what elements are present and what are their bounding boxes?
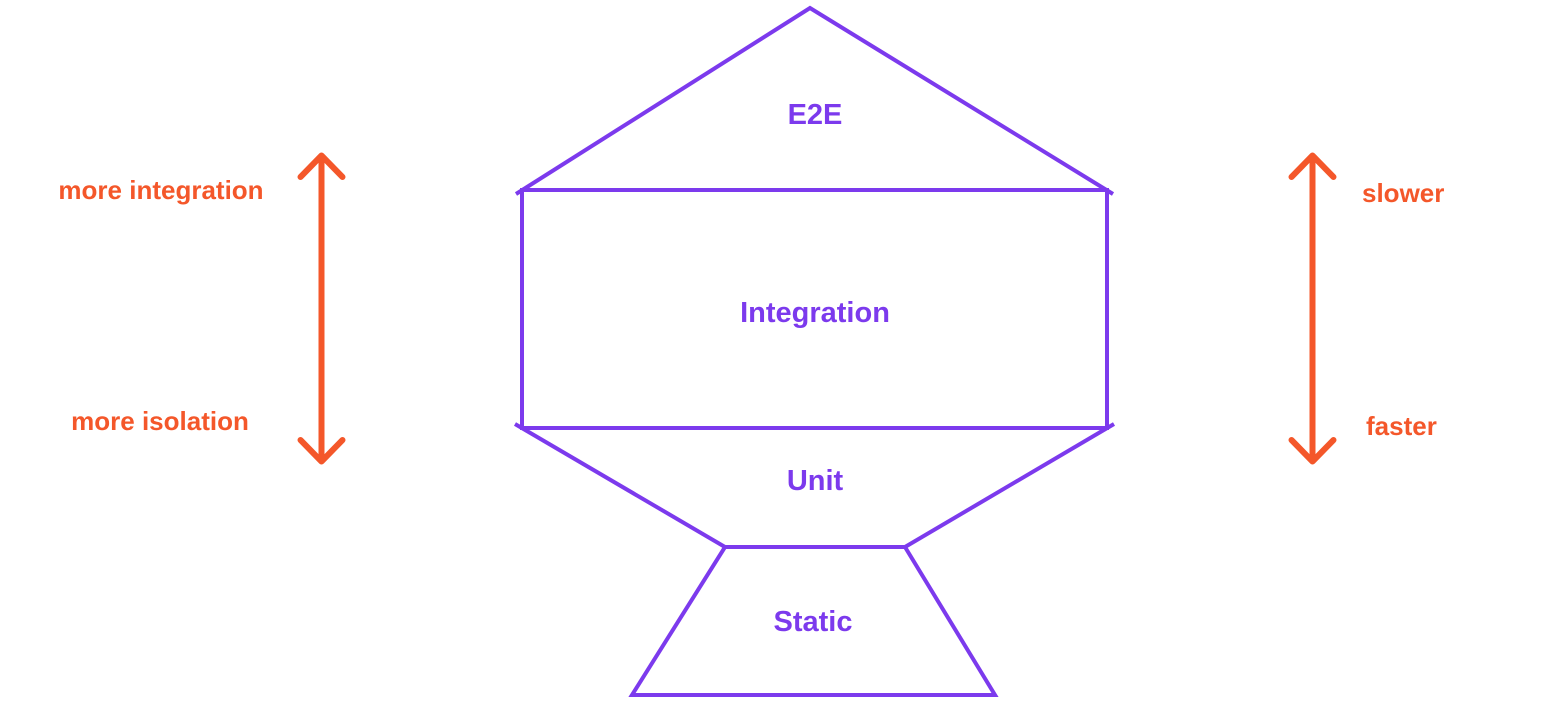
left-vertical-double-arrow-icon: [297, 152, 346, 465]
left-scale-bottom-label: more isolation: [71, 405, 249, 436]
unit-right-side-line: [903, 422, 1116, 549]
right-arrow-up-head: [1288, 152, 1337, 180]
right-arrow-down-head: [1288, 437, 1337, 465]
level-label-integration: Integration: [740, 296, 890, 329]
static-trapezoid-outline: [628, 545, 999, 697]
level-label-e2e: E2E: [787, 98, 843, 131]
e2e-triangle-outline: [514, 5, 1115, 196]
level-label-unit: Unit: [786, 464, 844, 497]
unit-left-side-line: [513, 422, 727, 549]
trophy-outline: [513, 5, 1116, 697]
right-vertical-double-arrow-icon: [1288, 152, 1337, 465]
right-scale-bottom-label: faster: [1366, 410, 1437, 441]
left-arrow-down-head: [297, 437, 346, 465]
left-arrow-up-head: [297, 152, 346, 180]
left-scale-top-label: more integration: [58, 174, 264, 205]
integration-box-outline: [520, 188, 1109, 430]
right-scale-top-label: slower: [1362, 177, 1445, 208]
level-label-static: Static: [773, 605, 853, 638]
